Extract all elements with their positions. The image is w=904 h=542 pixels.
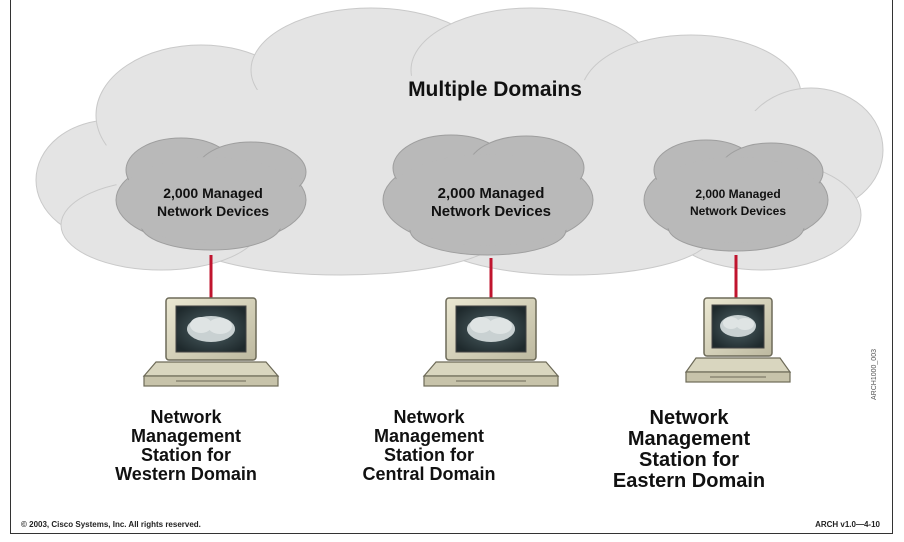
eastern-station-line1: Network — [649, 407, 729, 429]
western-cloud-line2: Network Devices — [157, 203, 269, 219]
western-cloud-icon — [115, 137, 307, 251]
copyright-text: © 2003, Cisco Systems, Inc. All rights r… — [21, 520, 201, 529]
eastern-workstation-icon — [684, 297, 792, 383]
western-station-label: Network Management Station for Western D… — [86, 408, 286, 484]
western-workstation-icon — [142, 297, 280, 387]
network-diagram: Multiple Domains 2,000 Managed Network D… — [35, 7, 884, 387]
central-station-line2: Management — [373, 425, 485, 446]
western-cloud-line1: 2,000 Managed — [163, 185, 263, 201]
eastern-cloud-icon — [643, 139, 829, 252]
central-cloud-line1: 2,000 Managed — [438, 185, 545, 202]
western-station-line2: Management — [130, 425, 242, 446]
eastern-cloud-line1: 2,000 Managed — [695, 187, 780, 201]
central-workstation-icon — [422, 297, 560, 387]
eastern-cloud-line2: Network Devices — [690, 204, 786, 218]
western-station-line3: Station for — [141, 444, 231, 465]
eastern-station-label: Network Management Station for Eastern D… — [579, 408, 799, 492]
central-station-label: Network Management Station for Central D… — [329, 408, 529, 484]
central-station-line1: Network — [393, 407, 465, 427]
slide-frame: Multiple Domains 2,000 Managed Network D… — [10, 0, 893, 534]
eastern-station-line4: Eastern Domain — [612, 470, 766, 492]
western-station-line4: Western Domain — [115, 463, 257, 484]
western-station-line1: Network — [150, 407, 222, 427]
central-station-line3: Station for — [384, 444, 474, 465]
central-station-line4: Central Domain — [362, 463, 496, 484]
central-cloud-line2: Network Devices — [431, 203, 551, 220]
eastern-station-line2: Management — [627, 428, 751, 450]
figure-id: ARCH1000_003 — [871, 349, 878, 400]
eastern-station-line3: Station for — [639, 449, 739, 471]
diagram-title: Multiple Domains — [408, 78, 582, 101]
slide-reference: ARCH v1.0—4-10 — [815, 520, 880, 529]
central-cloud-icon — [382, 134, 594, 256]
